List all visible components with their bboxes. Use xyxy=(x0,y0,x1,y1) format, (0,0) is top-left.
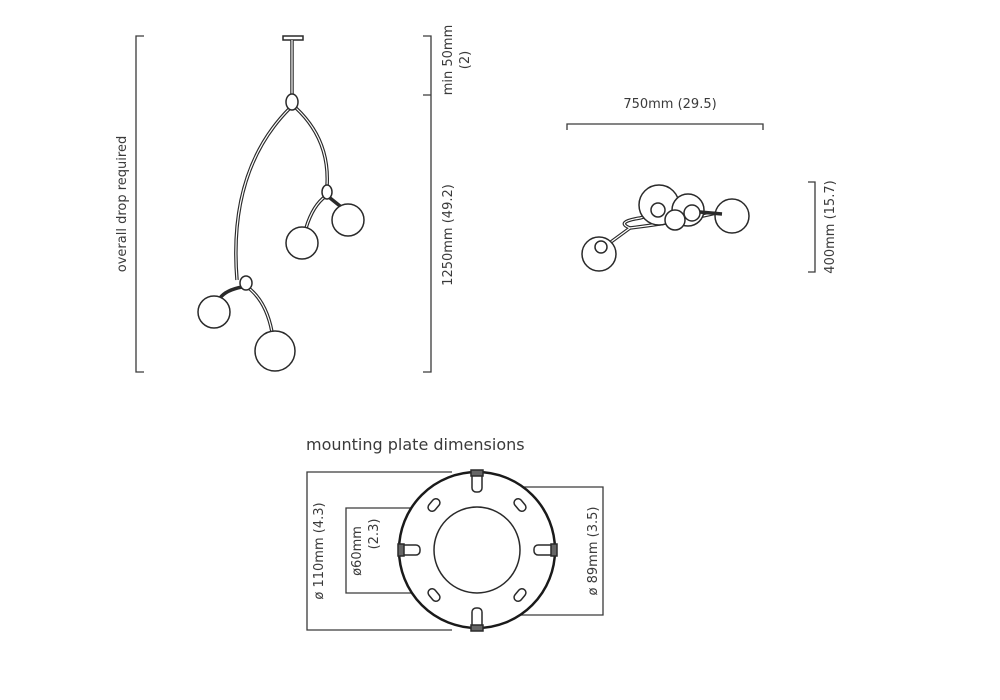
overall-drop-label: overall drop required xyxy=(115,136,130,272)
inner-diameter-inch-label: (2.3) xyxy=(367,519,382,550)
height-label: 400mm (15.7) xyxy=(823,180,838,273)
outer-diameter-bracket xyxy=(306,471,452,631)
width-bracket xyxy=(566,123,764,130)
joint xyxy=(321,184,333,200)
globe xyxy=(285,226,319,260)
slots xyxy=(427,497,527,603)
fixing-screws xyxy=(397,469,558,632)
outer-diameter-label: ø 110mm (4.3) xyxy=(312,502,327,599)
globe xyxy=(594,240,608,254)
drop-bracket xyxy=(423,35,432,373)
width-label: 750mm (29.5) xyxy=(623,97,716,112)
joint xyxy=(285,93,299,111)
min-drop-inch-label: (2) xyxy=(458,51,473,69)
globe xyxy=(714,198,750,234)
fixing-diameter-label: ø 89mm (3.5) xyxy=(586,507,601,596)
globe xyxy=(197,295,231,329)
globe xyxy=(331,203,365,237)
pendant-light-side xyxy=(197,35,365,372)
min-drop-label: min 50mm xyxy=(441,25,456,96)
height-bracket xyxy=(808,181,816,273)
canopy xyxy=(282,35,304,41)
globe xyxy=(664,209,686,231)
globe xyxy=(650,202,666,218)
inner-diameter-label: ø60mm xyxy=(350,526,365,576)
fixing-diameter-bracket xyxy=(490,486,604,616)
joint xyxy=(239,275,253,291)
plate-center-hole xyxy=(433,506,521,594)
mounting-plate: mounting plate dimensions ø 110mm (4.3) … xyxy=(306,435,604,632)
inner-diameter-bracket xyxy=(345,507,456,594)
globe xyxy=(683,204,701,222)
top-view: 750mm (29.5) 400mm (15.7) xyxy=(566,97,838,274)
side-view: overall drop required min 50mm (2) 1250m… xyxy=(115,25,473,373)
drop-length-label: 1250mm (49.2) xyxy=(441,184,456,286)
overall-drop-bracket xyxy=(135,35,144,373)
globe xyxy=(254,330,296,372)
pendant-light-top xyxy=(581,184,750,272)
mounting-plate-title: mounting plate dimensions xyxy=(306,435,525,454)
